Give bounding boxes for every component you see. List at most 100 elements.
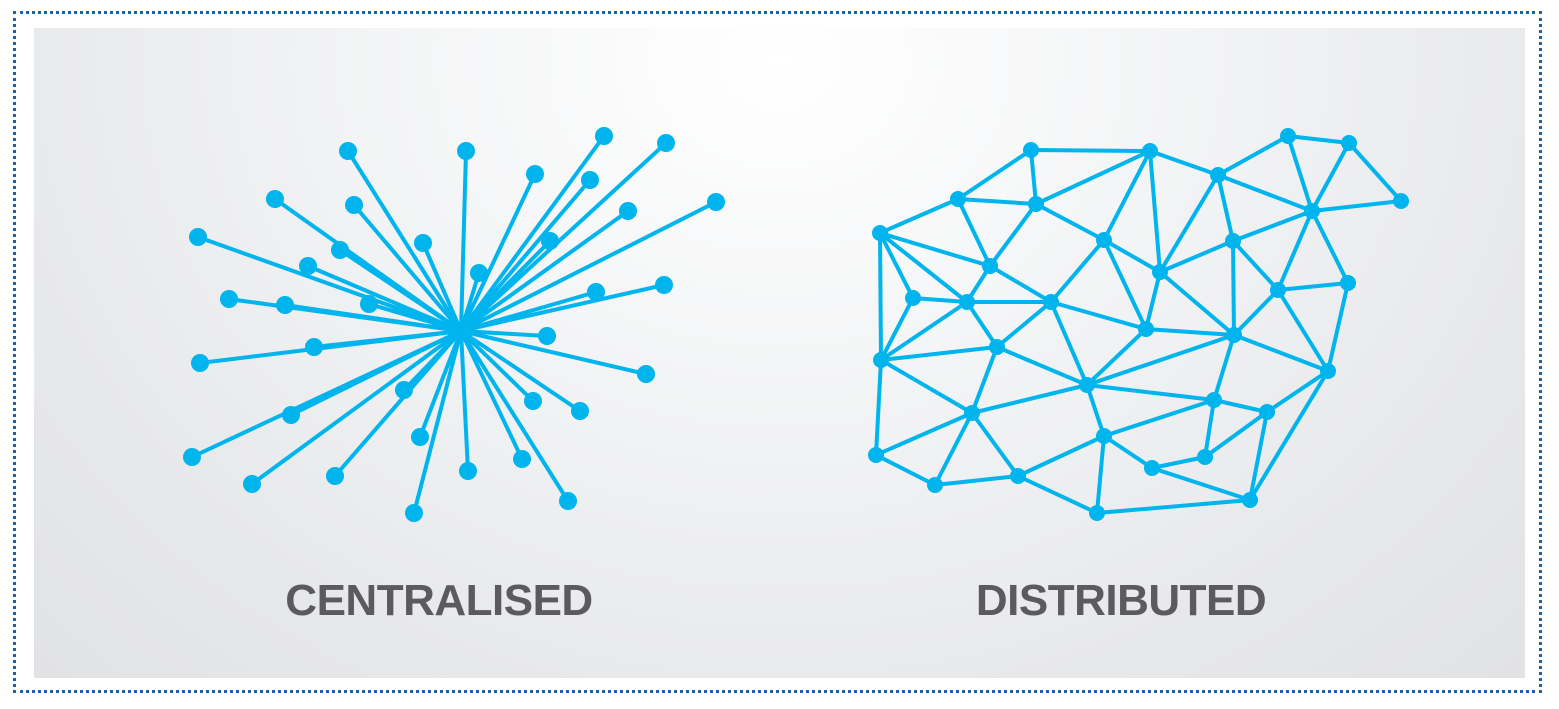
spoke-line-28 xyxy=(418,330,463,438)
distributed-network xyxy=(868,128,1409,521)
spoke-line-29 xyxy=(250,329,463,486)
spoke-line-18 xyxy=(460,283,665,333)
mesh-edge-21 xyxy=(1102,238,1162,274)
mesh-edge-50 xyxy=(1085,327,1148,387)
spoke-node-27 xyxy=(183,448,201,466)
mesh-edge-46 xyxy=(965,300,999,349)
centralised-network xyxy=(183,127,725,522)
spoke-line-22 xyxy=(460,329,647,376)
spoke-node-0 xyxy=(339,142,357,160)
mesh-edge-38 xyxy=(1231,239,1280,292)
mesh-edge-25 xyxy=(878,231,915,300)
spoke-line-8 xyxy=(352,203,463,333)
mesh-node-13 xyxy=(982,258,998,274)
mesh-node-5 xyxy=(1280,128,1296,144)
spoke-node-14 xyxy=(220,290,238,308)
spoke-line-3 xyxy=(459,134,606,333)
mesh-node-34 xyxy=(1089,505,1105,521)
mesh-node-0 xyxy=(872,225,888,241)
mesh-node-6 xyxy=(1341,135,1357,151)
mesh-node-27 xyxy=(964,405,980,421)
spoke-node-32 xyxy=(513,450,531,468)
mesh-edge-39 xyxy=(1276,209,1314,292)
mesh-edge-53 xyxy=(1212,333,1236,402)
spoke-node-35 xyxy=(331,241,349,259)
mesh-edge-52 xyxy=(1085,383,1216,402)
spoke-line-11 xyxy=(197,235,462,333)
spoke-node-10 xyxy=(541,232,559,250)
mesh-edge-60 xyxy=(970,345,999,415)
spoke-line-2 xyxy=(459,173,537,332)
mesh-edge-45 xyxy=(879,300,969,362)
spoke-line-0 xyxy=(346,149,463,333)
spoke-line-16 xyxy=(368,302,462,333)
mesh-edge-80 xyxy=(1150,466,1252,502)
mesh-edge-59 xyxy=(879,358,974,415)
mesh-node-23 xyxy=(1079,377,1095,393)
spoke-node-23 xyxy=(395,381,413,399)
mesh-node-26 xyxy=(1320,363,1336,379)
mesh-edge-61 xyxy=(970,383,1089,415)
spoke-node-13 xyxy=(470,264,488,282)
mesh-edge-49 xyxy=(1049,300,1089,387)
spoke-node-36 xyxy=(581,171,599,189)
mesh-edge-16 xyxy=(1310,141,1351,213)
spoke-line-34 xyxy=(459,329,570,503)
mesh-edge-47 xyxy=(995,300,1053,349)
mesh-edge-15 xyxy=(1286,134,1314,213)
centralised-label: CENTRALISED xyxy=(285,576,593,625)
mesh-edge-41 xyxy=(1310,209,1350,285)
mesh-node-4 xyxy=(1210,167,1226,183)
mesh-node-21 xyxy=(873,352,889,368)
mesh-edge-76 xyxy=(1016,434,1106,478)
spoke-line-25 xyxy=(459,329,582,413)
mesh-edge-68 xyxy=(1248,369,1330,502)
mesh-edge-10 xyxy=(1034,202,1106,242)
spoke-node-11 xyxy=(189,228,207,246)
mesh-edge-57 xyxy=(1212,398,1269,414)
spoke-node-24 xyxy=(524,392,542,410)
mesh-node-19 xyxy=(1270,282,1286,298)
mesh-edge-71 xyxy=(874,411,974,457)
spoke-line-21 xyxy=(199,329,462,365)
spoke-line-15 xyxy=(284,303,462,333)
mesh-node-14 xyxy=(905,290,921,306)
mesh-edge-18 xyxy=(1216,173,1314,213)
mesh-edge-70 xyxy=(874,358,883,457)
spoke-node-29 xyxy=(243,475,261,493)
mesh-edge-54 xyxy=(1232,333,1330,373)
mesh-edge-2 xyxy=(1029,148,1152,153)
hub-node xyxy=(452,322,470,340)
mesh-edge-69 xyxy=(1248,410,1269,502)
spoke-line-36 xyxy=(459,178,592,333)
mesh-node-22 xyxy=(989,339,1005,355)
mesh-edge-4 xyxy=(1216,134,1290,177)
mesh-node-30 xyxy=(1197,449,1213,465)
mesh-edge-24 xyxy=(878,231,992,268)
mesh-edge-32 xyxy=(1102,238,1148,331)
spoke-node-17 xyxy=(587,283,605,301)
mesh-edge-81 xyxy=(1085,333,1236,387)
spoke-node-22 xyxy=(637,365,655,383)
spoke-node-15 xyxy=(276,296,294,314)
spoke-node-28 xyxy=(411,428,429,446)
mesh-edge-35 xyxy=(1144,327,1236,337)
spoke-node-33 xyxy=(405,504,423,522)
spoke-line-5 xyxy=(460,200,717,333)
mesh-edge-79 xyxy=(1095,498,1252,515)
mesh-edge-73 xyxy=(933,411,974,487)
mesh-edge-77 xyxy=(1095,434,1106,515)
spoke-node-12 xyxy=(299,257,317,275)
spoke-node-9 xyxy=(414,234,432,252)
mesh-edge-22 xyxy=(956,197,992,268)
spoke-line-9 xyxy=(421,242,463,332)
distributed-label: DISTRIBUTED xyxy=(975,576,1267,625)
mesh-edge-3 xyxy=(1148,149,1220,177)
spoke-node-1 xyxy=(457,142,475,160)
dotted-frame xyxy=(13,11,1542,693)
spoke-node-3 xyxy=(595,127,613,145)
spoke-node-30 xyxy=(326,467,344,485)
spoke-line-6 xyxy=(459,209,630,333)
mesh-node-16 xyxy=(1043,294,1059,310)
